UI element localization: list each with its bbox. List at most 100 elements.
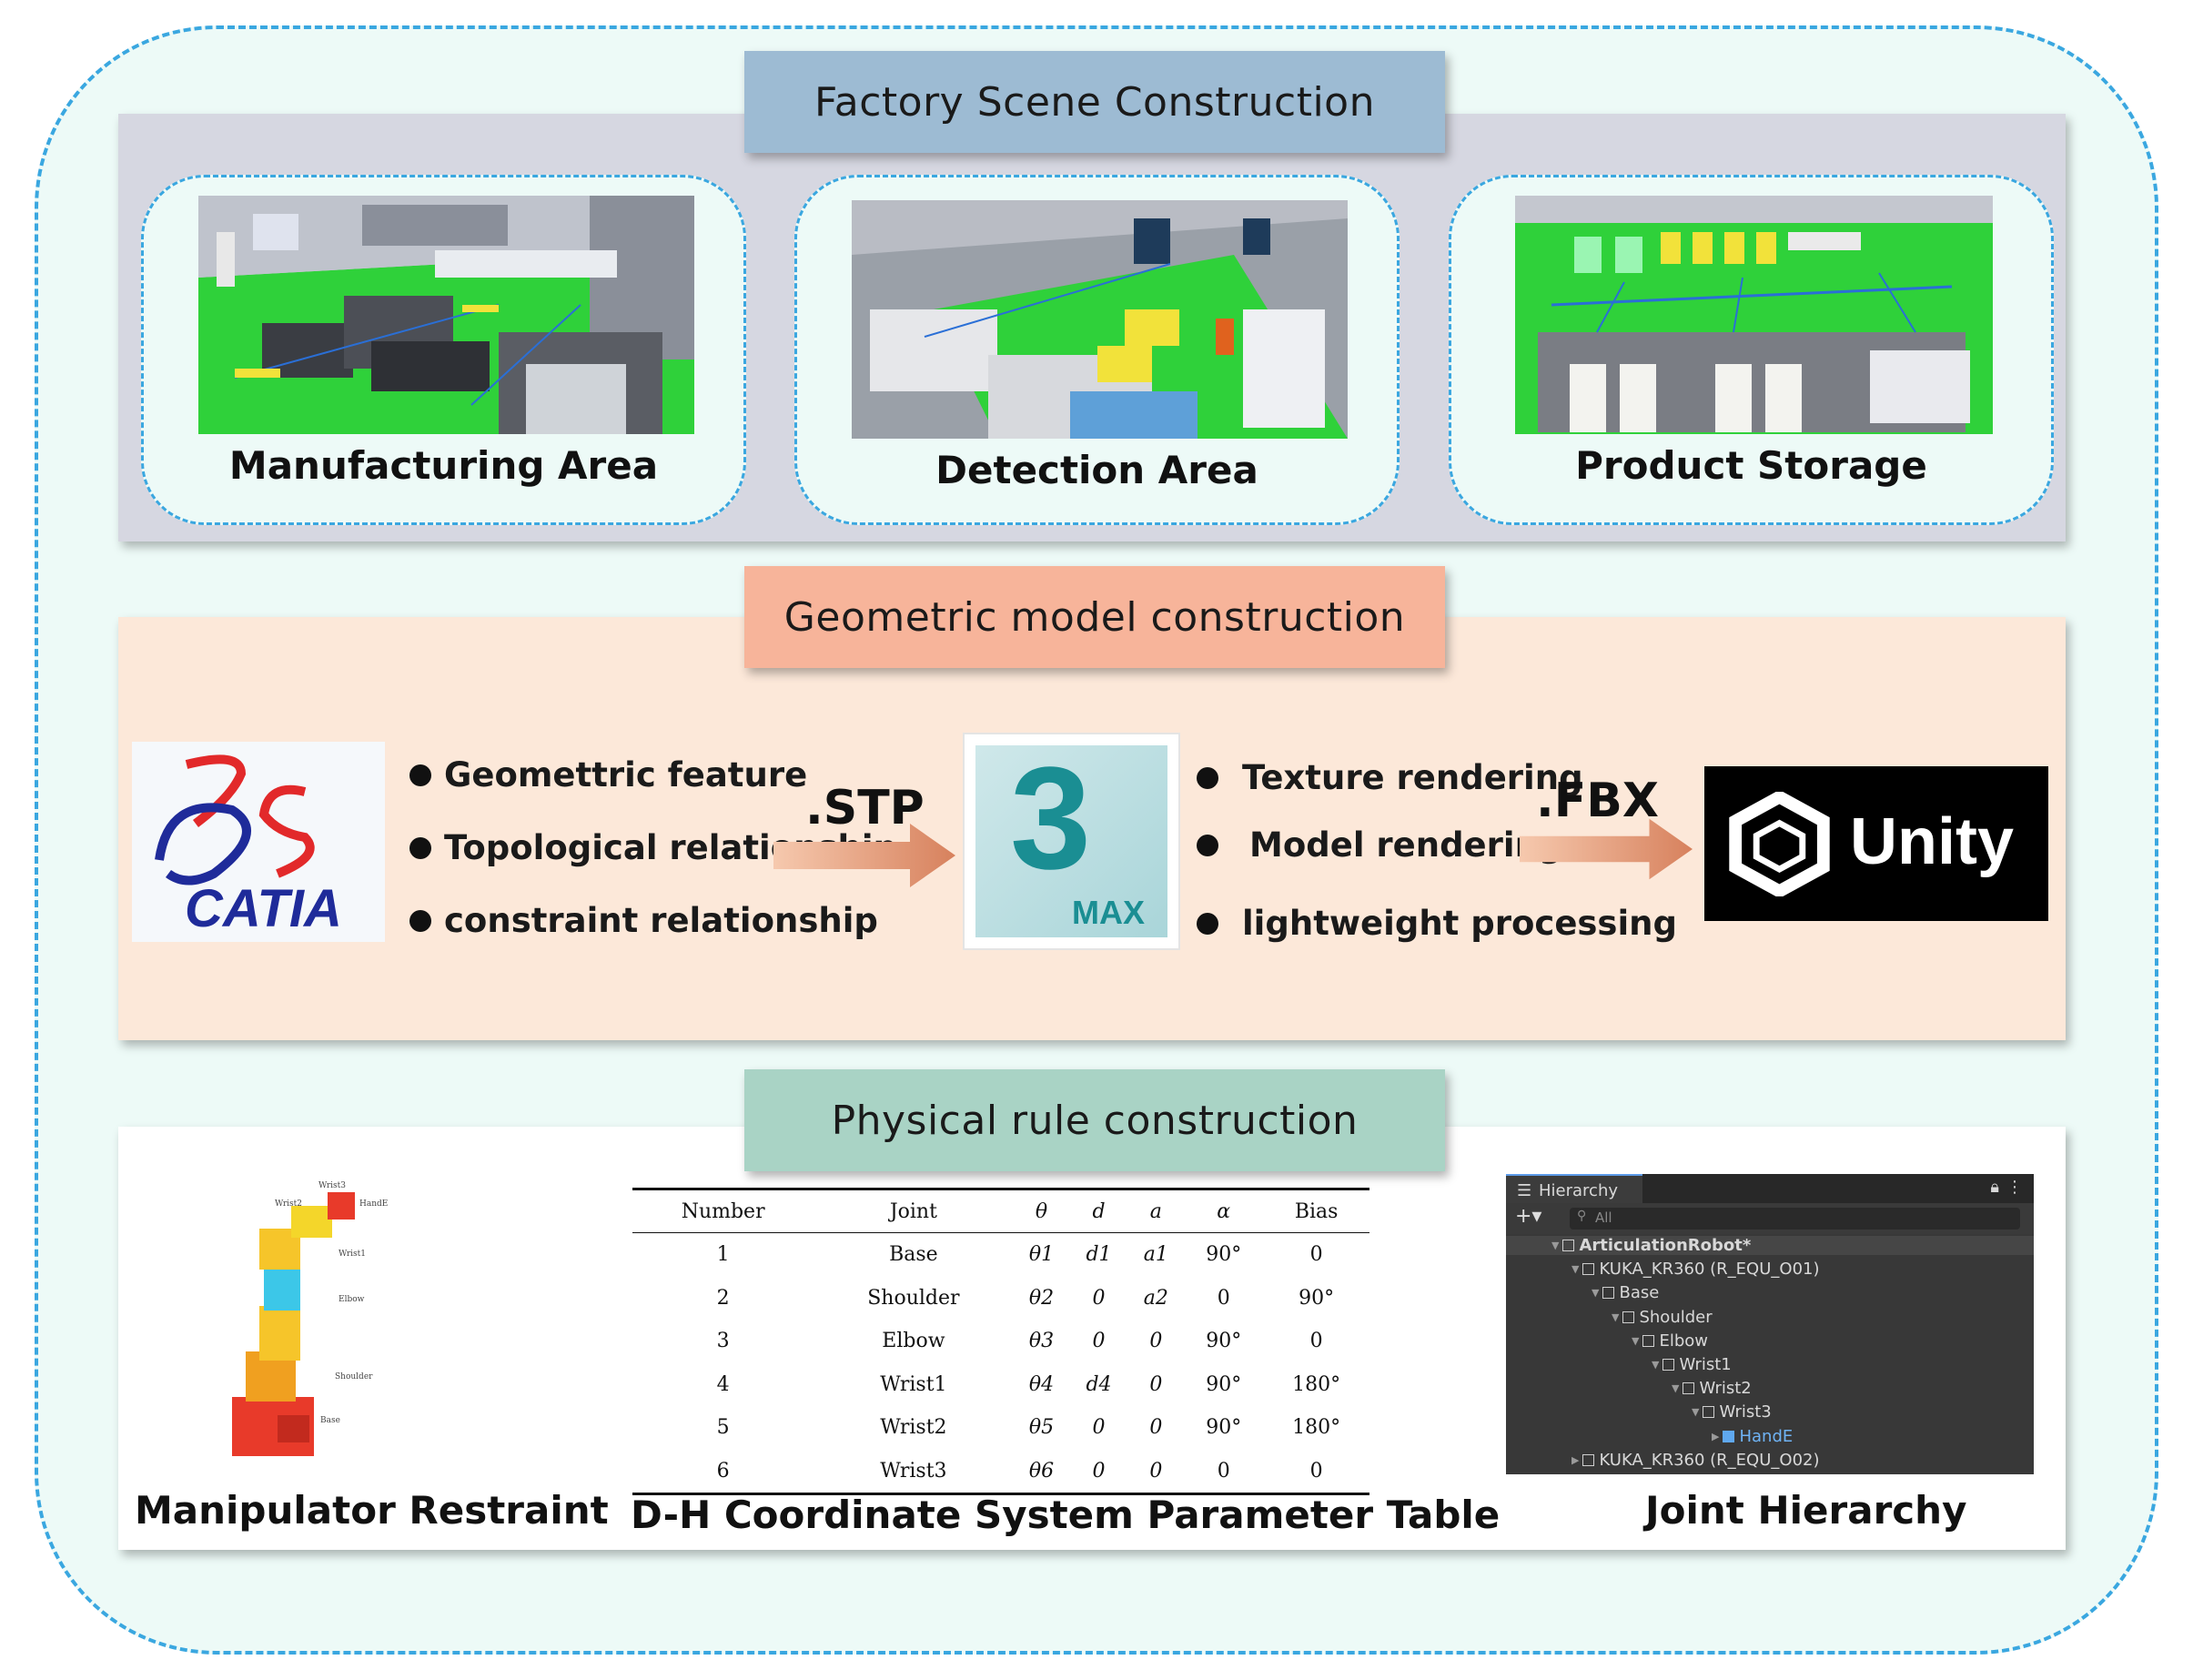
hierarchy-item-label: Wrist3 — [1719, 1402, 1772, 1422]
expand-arrow-icon[interactable]: ▼ — [1612, 1311, 1620, 1323]
lock-icon[interactable]: 🔒︎ — [1990, 1178, 1999, 1197]
hierarchy-tab[interactable]: ☰ Hierarchy — [1506, 1174, 1642, 1205]
table-cell: Wrist3 — [814, 1449, 1014, 1495]
table-cell: 90° — [1206, 1330, 1242, 1353]
hierarchy-toolbar: +▾ ⚲ All — [1506, 1203, 2034, 1234]
hierarchy-search-input[interactable]: ⚲ All — [1570, 1208, 2020, 1230]
robot-label-base: Base — [320, 1416, 340, 1425]
expand-arrow-icon[interactable]: ▶ — [1712, 1430, 1720, 1442]
expand-arrow-icon[interactable]: ▼ — [1592, 1287, 1600, 1300]
expand-arrow-icon[interactable]: ▼ — [1632, 1334, 1640, 1347]
bullet-item: constraint relationship — [409, 901, 878, 940]
search-icon: ⚲ — [1577, 1209, 1587, 1223]
table-cell: 0 — [1127, 1449, 1185, 1495]
more-options-icon[interactable]: ⋮ — [2006, 1178, 2023, 1197]
table-cell: d4 — [1086, 1372, 1112, 1396]
hierarchy-item[interactable]: ▼ KUKA_KR360 (R_EQU_O01) — [1571, 1260, 1820, 1279]
hierarchy-item-label: Base — [1619, 1283, 1660, 1303]
catia-logo-text: CATIA — [185, 879, 342, 938]
gameobject-cube-icon — [1622, 1311, 1635, 1323]
expand-arrow-icon[interactable]: ▼ — [1551, 1240, 1560, 1251]
detection-area-card: Detection Area — [794, 175, 1400, 525]
table-cell: 0 — [1069, 1449, 1128, 1495]
bullet-item: Texture rendering — [1197, 758, 1583, 797]
stp-format-label: .STP — [805, 781, 925, 835]
table-cell: a2 — [1143, 1286, 1168, 1310]
table-header: Joint — [814, 1188, 1014, 1233]
hierarchy-item-label: KUKA_KR360 (R_EQU_O01) — [1599, 1260, 1820, 1280]
ds-logo-icon — [155, 754, 315, 886]
table-cell: 90° — [1206, 1243, 1242, 1267]
gameobject-cube-icon — [1562, 1240, 1575, 1251]
robot-label-wrist3: Wrist3 — [318, 1181, 346, 1190]
table-header: Bias — [1263, 1188, 1369, 1233]
hierarchy-item-label: HandE — [1739, 1426, 1794, 1446]
hierarchy-item[interactable]: ▼ Base — [1592, 1283, 1659, 1302]
hierarchy-item[interactable]: ▼ Wrist1 — [1652, 1355, 1732, 1374]
expand-arrow-icon[interactable]: ▼ — [1692, 1406, 1700, 1419]
hierarchy-item[interactable]: ▼ Wrist3 — [1692, 1402, 1772, 1422]
expand-arrow-icon[interactable]: ▼ — [1672, 1382, 1680, 1395]
expand-arrow-icon[interactable]: ▼ — [1652, 1359, 1660, 1371]
hierarchy-tab-label: Hierarchy — [1539, 1181, 1619, 1200]
robot-label-hande: HandE — [359, 1199, 388, 1209]
product-storage-card: Product Storage — [1449, 175, 2054, 525]
table-cell: Base — [889, 1243, 938, 1267]
bullet-item: Model rendering — [1197, 825, 1562, 865]
arrow-right-icon — [1520, 818, 1693, 880]
table-cell: 1 — [716, 1243, 730, 1267]
physical-rule-title: Physical rule construction — [744, 1069, 1445, 1171]
table-cell: 90° — [1206, 1372, 1242, 1396]
table-header: a — [1127, 1188, 1185, 1233]
gameobject-cube-icon — [1662, 1359, 1675, 1371]
expand-arrow-icon[interactable]: ▶ — [1571, 1453, 1580, 1466]
bullet-dot-icon — [1197, 834, 1218, 856]
table-cell: Wrist2 — [880, 1416, 947, 1440]
hierarchy-item[interactable]: ▶KUKA_KR360 (R_EQU_O02) — [1571, 1451, 1820, 1470]
expand-arrow-icon[interactable]: ▼ — [1571, 1263, 1580, 1276]
table-cell: d1 — [1086, 1243, 1112, 1267]
geometric-model-title: Geometric model construction — [744, 566, 1445, 668]
table-cell: θ2 — [1028, 1286, 1055, 1310]
gameobject-cube-icon — [1703, 1406, 1715, 1419]
bullet-dot-icon — [1197, 766, 1218, 789]
unity-logo-text: Unity — [1850, 805, 2014, 878]
table-cell: 0 — [1092, 1286, 1106, 1310]
gameobject-cube-icon — [1683, 1382, 1695, 1395]
hierarchy-item[interactable]: ▼Elbow — [1632, 1331, 1708, 1351]
hierarchy-item-label: Wrist1 — [1679, 1355, 1732, 1374]
catia-logo: CATIA — [132, 742, 385, 942]
table-cell: θ1 — [1028, 1243, 1055, 1267]
table-cell: 0 — [1217, 1286, 1230, 1310]
manufacturing-area-label: Manufacturing Area — [228, 443, 659, 488]
hierarchy-item[interactable]: ▼ArticulationRobot* — [1506, 1236, 2034, 1255]
table-cell: 0 — [1092, 1330, 1106, 1353]
joint-hierarchy-caption: Joint Hierarchy — [1645, 1488, 1967, 1533]
hierarchy-item[interactable]: ▶ HandE — [1712, 1427, 1793, 1446]
add-icon[interactable]: +▾ — [1515, 1205, 1542, 1228]
table-header: α — [1184, 1188, 1264, 1233]
table-cell: 6 — [632, 1449, 814, 1495]
robot-label-wrist1: Wrist1 — [339, 1250, 366, 1259]
search-placeholder: All — [1595, 1209, 1612, 1226]
table-cell: 0 — [1149, 1330, 1163, 1353]
hierarchy-tree: ▼ArticulationRobot*▼KUKA_KR360 (R_EQU_O0… — [1506, 1236, 2034, 1474]
table-cell: 2 — [716, 1286, 730, 1310]
hierarchy-item[interactable]: ▼Wrist2 — [1672, 1379, 1752, 1398]
table-cell: 90° — [1206, 1416, 1242, 1440]
manufacturing-area-card: Manufacturing Area — [141, 175, 746, 525]
factory-scene-title: Factory Scene Construction — [744, 51, 1445, 153]
table-cell: θ3 — [1028, 1330, 1055, 1353]
robot-label-shoulder: Shoulder — [335, 1372, 373, 1381]
gameobject-cube-icon — [1642, 1334, 1655, 1347]
robot-label-wrist2: Wrist2 — [275, 1199, 302, 1209]
table-cell: θ6 — [1013, 1449, 1070, 1495]
manipulator-robot-image: Wrist3 Wrist2 HandE Wrist1 Elbow Shoulde… — [232, 1181, 388, 1456]
table-cell: 180° — [1292, 1372, 1341, 1396]
hierarchy-item[interactable]: ▼Shoulder — [1612, 1308, 1713, 1327]
table-cell: 0 — [1309, 1243, 1323, 1267]
